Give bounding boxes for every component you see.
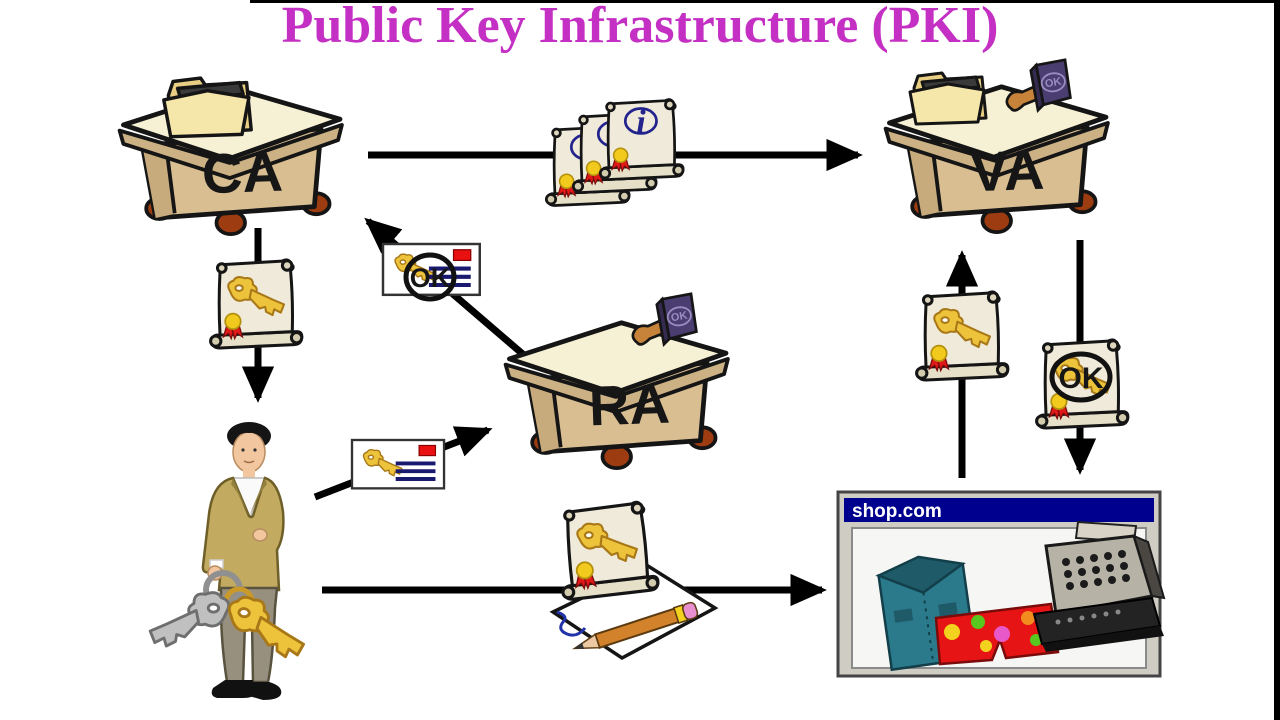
ca-desk: CA bbox=[120, 76, 342, 234]
hair bbox=[230, 424, 268, 444]
key-certificate-ca-user bbox=[211, 260, 302, 348]
ok-certificate: OK bbox=[1037, 340, 1128, 428]
pencil-icon bbox=[572, 601, 699, 650]
envelope-ok: OK bbox=[410, 263, 451, 293]
cash-register-icon bbox=[1032, 520, 1166, 652]
key-certificate-user-shop bbox=[557, 501, 659, 600]
ca-label: CA bbox=[201, 140, 284, 206]
page-title: Public Key Infrastructure (PKI) bbox=[281, 0, 999, 54]
right-edge-bar bbox=[1274, 0, 1280, 720]
shorts-icon bbox=[934, 602, 1060, 666]
ra-stamp-ok: OK bbox=[670, 310, 688, 325]
signature-squiggle bbox=[556, 610, 587, 637]
info-mark: i bbox=[636, 104, 646, 141]
certificate-bundle bbox=[544, 98, 685, 207]
top-edge-bar bbox=[250, 0, 1280, 3]
ra-label: RA bbox=[588, 372, 671, 438]
silver-key-icon bbox=[148, 591, 231, 648]
shop-title: shop.com bbox=[852, 501, 942, 522]
window-titlebar bbox=[844, 498, 1154, 522]
shoe bbox=[211, 680, 256, 698]
folder-icon bbox=[908, 71, 988, 126]
signed-document bbox=[549, 501, 719, 661]
certificate-ok: OK bbox=[1059, 362, 1104, 395]
shoe bbox=[249, 682, 282, 700]
shop-window: shop.com bbox=[836, 490, 1166, 678]
user-person bbox=[148, 422, 311, 700]
va-label: VA bbox=[969, 138, 1045, 204]
ra-desk: OK RA bbox=[506, 292, 728, 468]
va-stamp-ok: OK bbox=[1044, 76, 1062, 91]
ok-envelope: OK bbox=[383, 244, 480, 302]
key-certificate-shop-va bbox=[917, 292, 1008, 380]
key-envelope bbox=[352, 440, 444, 488]
folder-icon bbox=[162, 76, 253, 139]
va-desk: OK VA bbox=[886, 58, 1108, 232]
